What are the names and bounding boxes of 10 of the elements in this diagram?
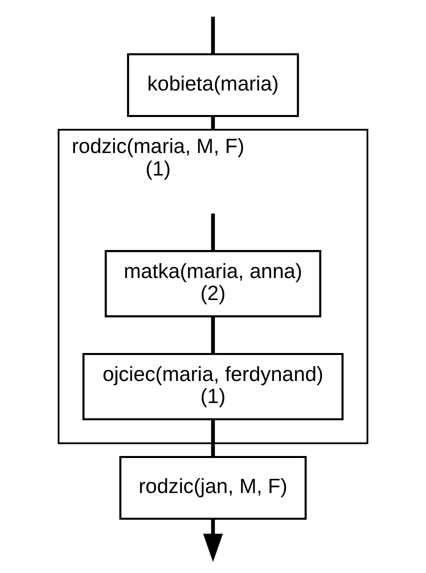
connector xyxy=(211,419,215,456)
node-box: kobieta(maria) xyxy=(127,53,299,118)
connector xyxy=(211,16,215,54)
node-box: rodzic(jan, M, F) xyxy=(119,456,307,520)
arrow xyxy=(203,519,223,562)
node-box: matka(maria, anna) (2) xyxy=(104,250,322,318)
node-box: ojciec(maria, ferdynand) (1) xyxy=(82,353,344,420)
connector xyxy=(211,214,215,251)
connector xyxy=(211,316,215,354)
connector xyxy=(211,116,215,130)
